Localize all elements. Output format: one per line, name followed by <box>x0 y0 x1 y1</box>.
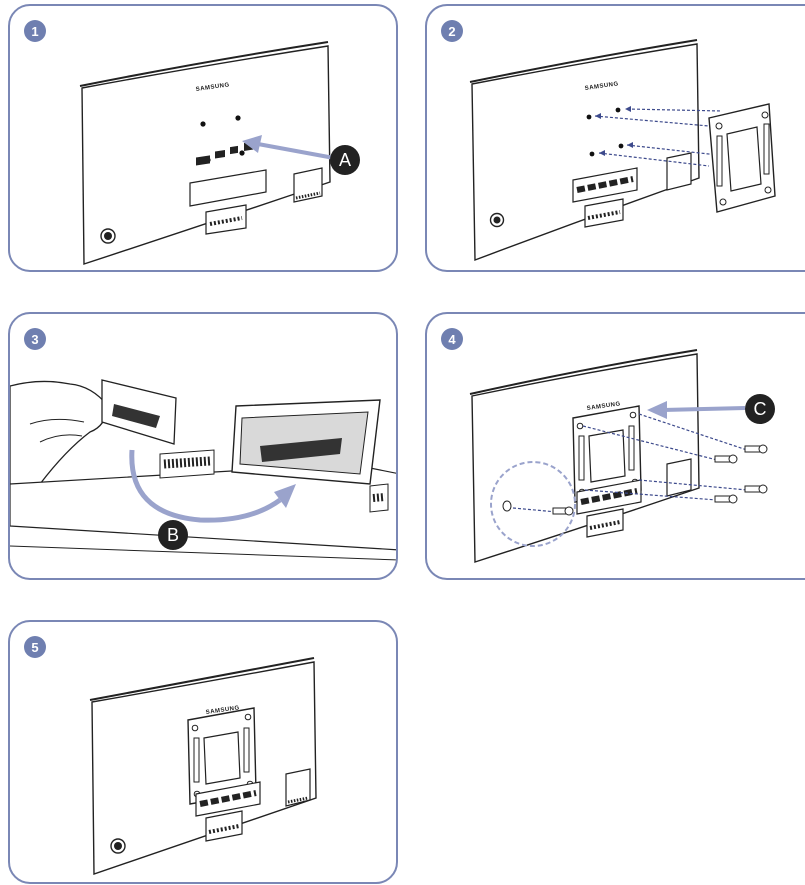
monitor-logo: SAMSUNG <box>195 82 230 93</box>
stand-plate-detail <box>112 404 160 428</box>
mount-hole <box>615 107 621 113</box>
ports <box>199 790 257 807</box>
callout-b: B <box>158 520 188 550</box>
zoom-circle <box>490 461 576 547</box>
curved-arrow-head <box>274 484 296 508</box>
port <box>215 149 225 159</box>
big-arrow-head <box>647 401 667 419</box>
vent <box>295 191 321 200</box>
vent <box>209 216 243 226</box>
vent <box>208 824 240 834</box>
callout-a: A <box>330 145 360 175</box>
ports <box>576 176 634 193</box>
vesa-bracket <box>187 707 257 805</box>
port-panel <box>189 169 267 207</box>
power-button-icon <box>493 216 501 224</box>
mount-hole <box>589 151 595 157</box>
step-2-panel: 2 SAMSUNG <box>425 4 805 272</box>
big-arrow <box>662 406 746 412</box>
monitor-back <box>81 45 331 265</box>
mount-hole <box>618 143 624 149</box>
step-4-illustration: SAMSUNG <box>469 349 768 563</box>
screw-guides <box>512 413 748 513</box>
vent-block <box>159 449 215 479</box>
step-3-illustration <box>10 379 396 561</box>
port <box>196 155 210 166</box>
monitor-logo: SAMSUNG <box>205 705 240 716</box>
monitor-logo: SAMSUNG <box>586 401 621 412</box>
monitor-top-edge <box>469 349 698 395</box>
speaker-grille <box>666 458 692 497</box>
mount-hole <box>200 121 206 127</box>
speaker-grille <box>285 768 311 807</box>
monitor-top-edge <box>89 657 315 701</box>
monitor-logo: SAMSUNG <box>584 81 619 92</box>
big-arrow <box>257 142 335 160</box>
step-5-badge: 5 <box>24 636 46 658</box>
step-3-panel: 3 B <box>8 312 398 580</box>
guide-arrowheads <box>595 106 633 156</box>
step-5-illustration: SAMSUNG <box>89 657 317 875</box>
vesa-bracket <box>708 103 776 213</box>
step-3-badge: 3 <box>24 328 46 350</box>
speaker-grille <box>293 167 323 203</box>
table-edge <box>10 545 396 561</box>
big-arrow-head <box>242 135 262 153</box>
step-1-panel: 1 SAMSUNG A <box>8 4 398 272</box>
vent <box>589 520 621 530</box>
step-5-panel: 5 SAMSUNG <box>8 620 398 884</box>
step-1-illustration: SAMSUNG <box>79 41 335 265</box>
mount-hole <box>235 115 241 121</box>
step-2-badge: 2 <box>441 20 463 42</box>
monitor-top-edge <box>469 39 698 83</box>
alignment-guides <box>594 108 728 167</box>
stand-box-detail <box>260 438 342 462</box>
port <box>230 145 238 155</box>
vent <box>287 796 309 804</box>
power-button-icon <box>114 842 122 850</box>
power-button-icon <box>104 232 112 240</box>
mount-hole <box>586 114 592 120</box>
monitor-top-edge <box>79 41 329 87</box>
step-4-panel: 4 SAMSUNG <box>425 312 805 580</box>
hand-detail <box>29 418 85 443</box>
screw-hole <box>502 500 512 512</box>
callout-c: C <box>745 394 775 424</box>
mount-hole <box>239 150 245 156</box>
stand-neck <box>205 810 243 842</box>
step-4-badge: 4 <box>441 328 463 350</box>
screw-icon <box>552 444 768 516</box>
vent <box>587 210 621 220</box>
vesa-bracket <box>572 405 642 503</box>
monitor-back <box>471 43 700 262</box>
stand-neck <box>586 508 624 538</box>
step-1-badge: 1 <box>24 20 46 42</box>
step-2-illustration: SAMSUNG <box>469 39 776 262</box>
curved-arrow <box>129 449 282 523</box>
speaker-grille <box>666 152 692 191</box>
